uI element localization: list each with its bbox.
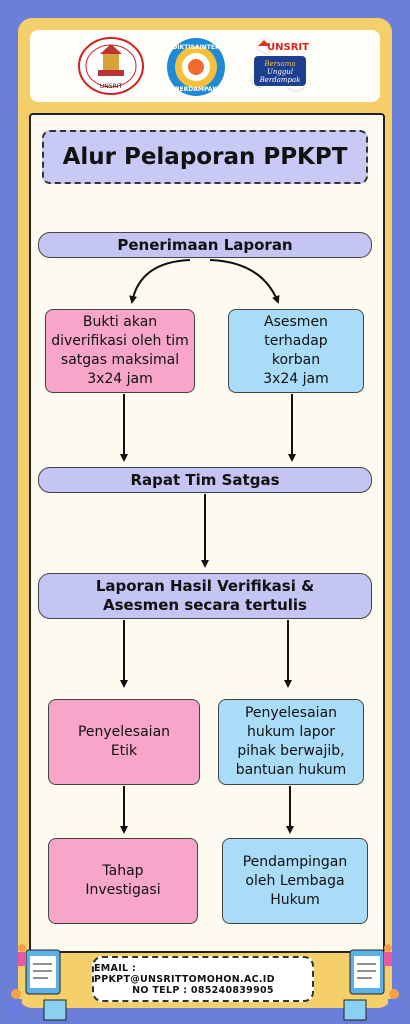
step-victim-assessment: Asesmen terhadap korban 3x24 jam xyxy=(228,309,364,393)
contact-phone[interactable]: NO TELP : 085240839905 xyxy=(132,984,274,996)
clipboard-people-illustration-right-icon xyxy=(343,944,400,1021)
svg-text:DIKTISAINTEK: DIKTISAINTEK xyxy=(172,44,220,51)
step-ethics-resolution: Penyelesaian Etik xyxy=(48,699,200,785)
step-receive-report: Penerimaan Laporan xyxy=(38,232,372,258)
contact-email[interactable]: EMAIL : PPKPT@UNSRITTOMOHON.AC.ID xyxy=(94,962,275,985)
step-task-force-meeting: Rapat Tim Satgas xyxy=(38,467,372,493)
svg-text:UNSRIT: UNSRIT xyxy=(267,42,309,53)
unsrit-bersama-unggul-berdampak-icon: UNSRIT Bersama Unggul Berdampak xyxy=(251,37,309,93)
page-title: Alur Pelaporan PPKPT xyxy=(42,130,368,184)
svg-text:BERDAMPAK: BERDAMPAK xyxy=(175,86,217,93)
unsrit-seal-icon: UNSRIT xyxy=(78,37,144,95)
clipboard-people-illustration-left-icon xyxy=(10,944,67,1021)
svg-text:Bersama: Bersama xyxy=(263,60,295,68)
svg-text:UNSRIT: UNSRIT xyxy=(100,83,123,90)
step-legal-resolution: Penyelesaian hukum lapor pihak berwajib,… xyxy=(218,699,364,785)
logo-header: UNSRIT DIKTISAINTEK BERDAMPAK UNSRIT Ber… xyxy=(30,30,380,102)
unsrit-seal-logo: UNSRIT xyxy=(76,36,146,100)
step-investigation: Tahap Investigasi xyxy=(48,838,198,924)
step-written-report: Laporan Hasil Verifikasi & Asesmen secar… xyxy=(38,573,372,619)
step-legal-aid: Pendampingan oleh Lembaga Hukum xyxy=(222,838,368,924)
svg-text:Unggul: Unggul xyxy=(267,68,293,76)
svg-text:Berdampak: Berdampak xyxy=(259,76,301,84)
contact-footer: EMAIL : PPKPT@UNSRITTOMOHON.AC.ID NO TEL… xyxy=(92,956,314,1002)
step-verify-evidence: Bukti akan diverifikasi oleh tim satgas … xyxy=(45,309,195,393)
arrow-to-verify xyxy=(129,259,191,304)
arrow-to-assess xyxy=(209,259,280,304)
diktisaintek-logo: DIKTISAINTEK BERDAMPAK xyxy=(164,36,228,102)
unsrit-bersama-logo: UNSRIT Bersama Unggul Berdampak xyxy=(248,36,312,102)
diktisaintek-berdampak-icon: DIKTISAINTEK BERDAMPAK xyxy=(167,38,225,96)
